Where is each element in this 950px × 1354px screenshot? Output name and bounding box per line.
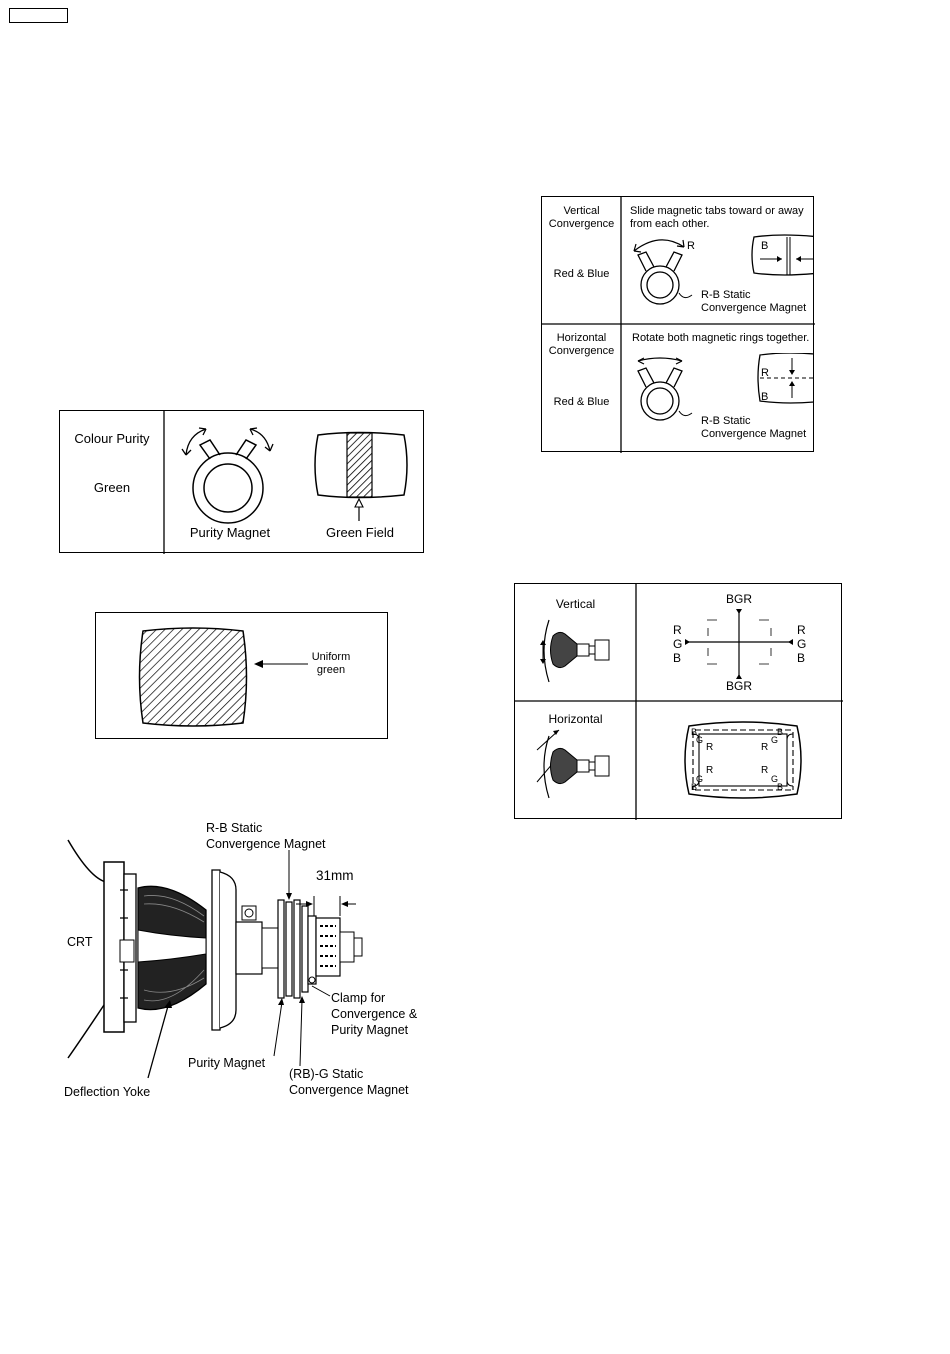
uniform-green-label: Uniform green: [311, 651, 351, 676]
yoke-vertical-label: Vertical: [555, 597, 596, 611]
corner-r-br: R: [761, 765, 769, 776]
bgr-top-label: BGR: [725, 592, 752, 606]
clamp-label: Clamp for Convergence & Purity Magnet: [331, 991, 418, 1037]
colour-purity-green: Green: [93, 480, 131, 495]
uniform-green-box: Uniform green: [95, 612, 388, 739]
dimension-31mm-label: 31mm: [316, 868, 354, 883]
yoke-horizontal-label: Horizontal: [548, 712, 603, 726]
purity-magnet-label: Purity Magnet: [189, 525, 271, 540]
left-g-label: G: [673, 637, 683, 651]
vertical-color-label: Red & Blue: [553, 268, 610, 280]
crt-neck-assembly-diagram: [67, 839, 363, 1079]
corner-g-bl: G: [696, 774, 704, 784]
yoke-adjustment-diagram: [515, 584, 843, 820]
right-r-label: R: [797, 623, 806, 637]
vertical-instruction: Slide magnetic tabs toward or away from …: [630, 205, 804, 230]
rb-magnet-label-horizontal: R-B Static Convergence Magnet: [701, 415, 807, 440]
corner-g-br: G: [771, 774, 779, 784]
left-r-label: R: [673, 623, 682, 637]
rbg-static-convergence-magnet-label: (RB)-G Static Convergence Magnet: [289, 1067, 409, 1097]
rb-static-convergence-magnet-label: R-B Static Convergence Magnet: [206, 821, 326, 851]
horizontal-instruction: Rotate both magnetic rings together.: [632, 332, 810, 344]
corner-r-tr: R: [761, 742, 769, 753]
corner-r-bl: R: [706, 765, 714, 776]
purity-magnet-assembly-label: Purity Magnet: [188, 1056, 266, 1070]
left-b-label: B: [673, 651, 682, 665]
rb-magnet-label-vertical: R-B Static Convergence Magnet: [701, 289, 807, 314]
horizontal-convergence-label: Horizontal Convergence: [548, 332, 615, 357]
corner-b-br: B: [777, 782, 784, 792]
right-g-label: G: [797, 637, 807, 651]
rb-magnet-horizontal-diagram: [637, 353, 814, 421]
bgr-bottom-label: BGR: [725, 679, 752, 693]
colour-purity-title: Colour Purity: [74, 431, 150, 446]
crt-label: CRT: [67, 935, 93, 949]
colour-purity-table: Colour Purity Green Purity Magnet Green …: [59, 410, 424, 554]
corner-g-tr: G: [771, 735, 779, 745]
yoke-adjustment-table: Vertical Horizontal BGR BGR R G B R G B …: [514, 583, 843, 820]
corner-b-tr: B: [777, 727, 784, 737]
screen-b-label: B: [761, 240, 769, 252]
convergence-table: Vertical Convergence Red & Blue Slide ma…: [541, 196, 815, 453]
screen-top-r-label: R: [761, 367, 769, 379]
corner-r-tl: R: [706, 742, 714, 753]
colour-purity-diagram: [163, 411, 408, 554]
corner-g-tl: G: [696, 735, 704, 745]
deflection-yoke-label: Deflection Yoke: [64, 1085, 151, 1099]
page-number-box: [9, 8, 68, 23]
corner-b-tl: B: [691, 727, 698, 737]
corner-b-bl: B: [691, 782, 698, 792]
right-b-label: B: [797, 651, 806, 665]
green-field-label: Green Field: [326, 525, 394, 540]
screen-r-label: R: [687, 240, 695, 252]
horizontal-color-label: Red & Blue: [553, 396, 610, 408]
screen-bottom-b-label: B: [761, 391, 769, 403]
rb-magnet-vertical-diagram: [633, 234, 814, 305]
vertical-convergence-label: Vertical Convergence: [548, 205, 615, 230]
uniform-green-screen: [138, 627, 308, 727]
convergence-table-lines: [542, 197, 815, 453]
